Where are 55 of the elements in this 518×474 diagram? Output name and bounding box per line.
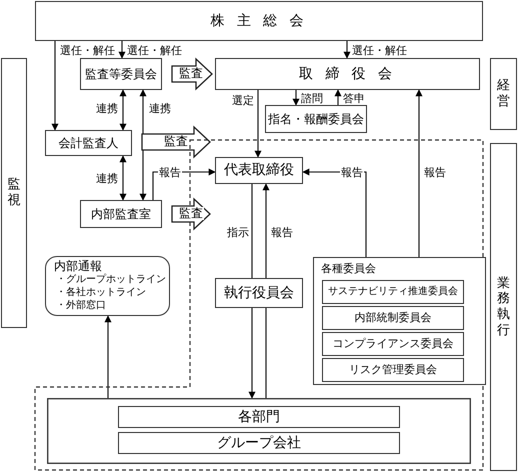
rounded-box [45, 256, 170, 316]
edge-label: 選任・解任 [126, 44, 183, 57]
arrow [334, 89, 342, 105]
process-box: 指名・報酬委員会 [265, 105, 367, 133]
heading: 各種委員会 [321, 262, 376, 275]
heading: 内部通報 [54, 260, 102, 273]
edge-label: 監査 [178, 207, 204, 220]
process-box: 各部門 [118, 406, 400, 428]
edge-label: 報告 [270, 226, 294, 239]
arrow [52, 41, 58, 131]
edge-label: 連携 [95, 102, 119, 115]
arrow [292, 90, 300, 106]
list-item: ・グループホットライン [55, 273, 166, 286]
edge-label: 選任・解任 [351, 44, 408, 57]
process-box: 株 主 総 会 [35, 1, 483, 41]
process-box: 取 締 役 会 [215, 58, 480, 90]
edge-label: 答申 [342, 92, 366, 105]
process-box: 内部監査室 [80, 200, 162, 228]
edge-label: 連携 [148, 102, 172, 115]
arrow [262, 183, 270, 278]
edge-label: 選定 [231, 94, 255, 107]
side-label-band: 監視 [1, 58, 27, 328]
side-label-band: 経営 [490, 58, 517, 130]
process-box: 代表取締役 [215, 157, 303, 184]
connector-line [251, 184, 253, 278]
edge-label: 監査 [163, 135, 189, 148]
group-box [313, 257, 486, 385]
edge-label: 連携 [95, 172, 119, 185]
arrow [118, 41, 126, 59]
arrow [104, 315, 112, 398]
process-box: グループ会社 [118, 432, 400, 454]
process-box: 内部統制委員会 [322, 306, 464, 330]
process-box: 執行役員会 [215, 278, 303, 308]
process-box: リスク管理委員会 [322, 358, 464, 382]
arrow [416, 89, 422, 257]
arrow [120, 155, 126, 201]
arrow [120, 89, 126, 131]
edge-label: 監査 [178, 67, 204, 80]
process-box: 会計監査人 [45, 130, 132, 156]
edge-label: 報告 [423, 166, 447, 179]
process-box: サステナビリティ推進委員会 [322, 280, 464, 304]
side-label-band: 業務執行 [490, 143, 517, 471]
process-box: 監査等委員会 [80, 58, 162, 90]
arrow [254, 90, 262, 158]
process-box: コンプライアンス委員会 [322, 332, 464, 356]
list-item: ・各社ホットライン [55, 286, 146, 299]
arrow [344, 41, 350, 59]
connector-line [265, 308, 267, 398]
edge-label: 報告 [158, 166, 182, 179]
list-item: ・外部窓口 [55, 299, 106, 312]
edge-label: 諮問 [300, 92, 324, 105]
edge-label: 報告 [340, 166, 364, 179]
edge-label: 指示 [226, 226, 250, 239]
arrow [248, 308, 256, 399]
edge-label: 選任・解任 [59, 44, 116, 57]
